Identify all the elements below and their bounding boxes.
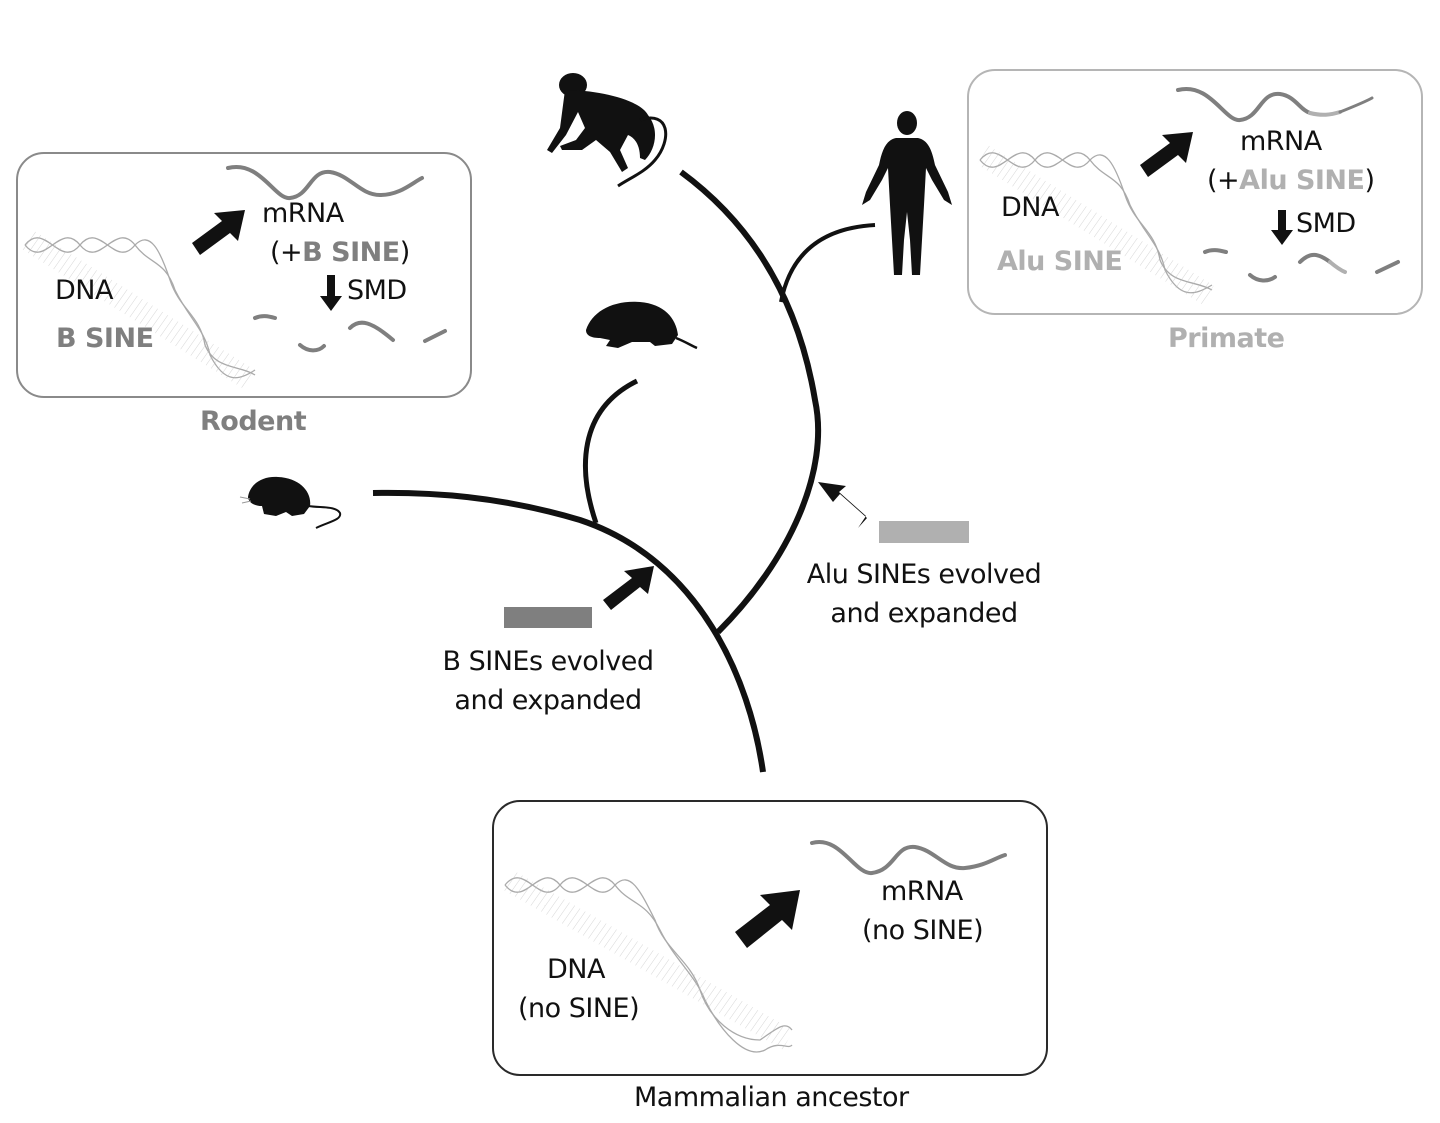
primate-mrna-label: mRNA (1240, 126, 1322, 157)
rodent-dna-helix-icon (22, 230, 256, 390)
alu-sine-bar (879, 521, 969, 543)
primate-dna-helix-icon (977, 145, 1214, 305)
ancestor-mrna-strand-icon (810, 839, 1007, 875)
ancestor-mrna-sub: (no SINE) (862, 915, 984, 946)
primate-mrna-prefix: (+ (1207, 165, 1240, 196)
primate-branch (679, 169, 822, 635)
tree-trunk (372, 489, 766, 773)
primate-mrna-sub: (+Alu SINE) (1207, 165, 1375, 196)
primate-transcription-arrow (1140, 132, 1193, 177)
b-sine-bar (504, 607, 592, 628)
b-sine-event-line1: B SINEs evolved (442, 646, 654, 677)
primate-mrna-strand-icon (1176, 86, 1374, 122)
human-icon (862, 111, 952, 275)
rodent-transcription-arrow (192, 210, 245, 255)
ancestor-panel (492, 800, 1048, 1076)
primate-decay-arrow-icon (1271, 210, 1293, 245)
alu-sine-event-line1: Alu SINEs evolved (806, 559, 1042, 590)
monkey-icon (547, 73, 668, 188)
b-sine-event-arrow (603, 566, 654, 610)
rodent-mrna-fragments-icon (253, 314, 447, 353)
rat-branch (582, 378, 639, 524)
rodent-mrna-strand-icon (226, 164, 424, 200)
primate-panel (967, 69, 1423, 315)
rodent-decay-arrow-icon (320, 275, 342, 311)
rodent-mrna-suffix: ) (399, 237, 411, 268)
ancestor-dna-sub: (no SINE) (518, 993, 640, 1024)
phylogenetic-tree (372, 169, 876, 773)
rat-icon (586, 301, 698, 350)
rodent-sine-label: B SINE (56, 323, 154, 354)
ancestor-dna-label: DNA (547, 954, 605, 985)
primate-mrna-sine: Alu SINE (1239, 165, 1365, 196)
rodent-caption: Rodent (200, 406, 307, 437)
primate-smd-label: SMD (1296, 208, 1356, 239)
primate-dna-label: DNA (1001, 192, 1059, 223)
rodent-mrna-label: mRNA (262, 198, 344, 229)
alu-sine-event-arrow (818, 482, 867, 528)
primate-sine-label: Alu SINE (997, 246, 1123, 277)
ancestor-caption: Mammalian ancestor (634, 1082, 909, 1113)
primate-caption: Primate (1168, 323, 1285, 354)
ancestor-transcription-arrow (735, 890, 800, 948)
human-branch (779, 223, 876, 303)
rodent-panel (16, 152, 472, 398)
alu-sine-event-line2: and expanded (830, 598, 1018, 629)
rodent-mrna-sub: (+B SINE) (270, 237, 410, 268)
primate-mrna-fragments-icon (1203, 248, 1400, 283)
primate-mrna-suffix: ) (1364, 165, 1375, 196)
rodent-mrna-sine: B SINE (302, 237, 400, 268)
rodent-smd-label: SMD (347, 275, 407, 306)
ancestor-mrna-label: mRNA (881, 876, 963, 907)
rodent-mrna-prefix: (+ (270, 237, 303, 268)
b-sine-event-label: B SINEs evolved and expanded (430, 642, 666, 720)
ancestor-dna-helix-icon (502, 870, 794, 1053)
b-sine-event-line2: and expanded (454, 685, 642, 716)
alu-sine-event-label: Alu SINEs evolved and expanded (795, 555, 1053, 633)
rodent-dna-label: DNA (55, 275, 113, 306)
mouse-icon (239, 476, 342, 529)
